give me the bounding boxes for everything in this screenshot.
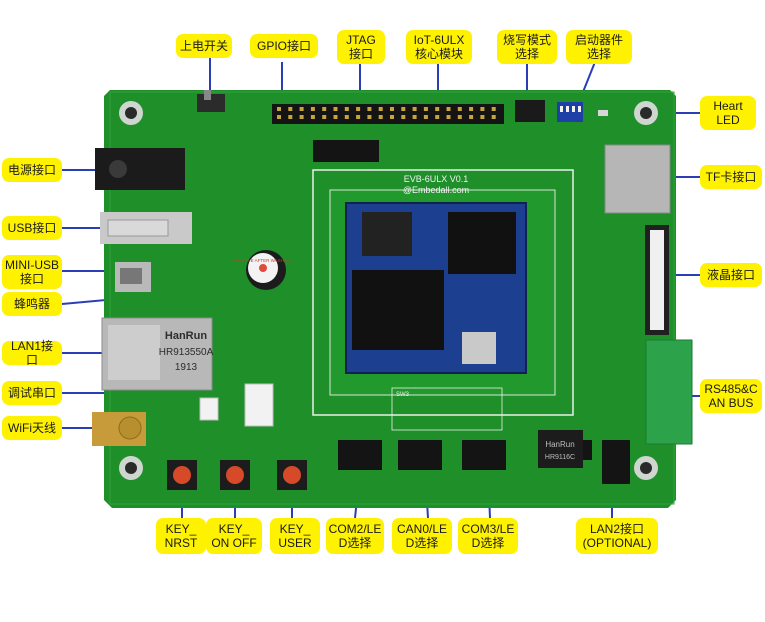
mounting-holes <box>119 101 658 480</box>
debug-uart-connector <box>199 383 274 427</box>
website-text: @Embedall.com <box>403 185 469 195</box>
gpio-pin <box>333 107 338 111</box>
gpio-pin <box>333 115 338 119</box>
callout-com3: COM3/LE D选择 <box>458 518 518 554</box>
callout-mini-usb: MINI-USB 接口 <box>2 255 62 289</box>
gpio-pin <box>435 107 440 111</box>
callout-rs485: RS485&C AN BUS <box>700 379 762 413</box>
gpio-pin <box>469 107 474 111</box>
lcd-fpc-connector <box>645 225 669 335</box>
gpio-pin <box>390 115 394 119</box>
gpio-pin <box>356 115 361 119</box>
gpio-pin <box>491 115 496 119</box>
iot-core-module: EVB-6ULX V0.1 @Embedall.com <box>345 174 527 374</box>
lan2-chip: HanRun HR9116C <box>538 430 630 484</box>
gpio-pin <box>344 115 349 119</box>
rj45-brand-text: HanRun <box>165 330 207 342</box>
power-switch <box>197 90 225 112</box>
power-jack <box>95 148 185 190</box>
gpio-pin <box>356 107 361 111</box>
gpio-pin <box>457 107 462 111</box>
rj45-part-text: HR913550A <box>159 347 214 358</box>
callout-buzzer: 蜂鸣器 <box>2 292 62 316</box>
gpio-pin <box>446 107 451 111</box>
callout-gpio: GPIO接口 <box>250 34 318 58</box>
gpio-pin <box>344 107 349 111</box>
callout-lcd: 液晶接口 <box>700 263 762 287</box>
sw3-table: SW3 <box>391 387 503 431</box>
buzzer-sticker-text: REMOVE AFTER WASHING <box>234 258 292 263</box>
callout-boot-device: 启动器件 选择 <box>566 30 632 64</box>
callout-power-switch: 上电开关 <box>176 34 232 58</box>
gpio-pin <box>378 115 383 119</box>
callout-tf-card: TF卡接口 <box>700 165 762 189</box>
gpio-pin <box>480 107 485 111</box>
com-can-headers <box>338 440 592 470</box>
gpio-pin <box>277 107 281 111</box>
board-name-text: EVB-6ULX V0.1 <box>404 174 469 184</box>
gpio-pin <box>310 107 315 111</box>
callout-com2: COM2/LE D选择 <box>326 518 384 554</box>
gpio-pin <box>277 115 281 119</box>
gpio-pin <box>322 115 327 119</box>
callout-jtag: JTAG 接口 <box>337 30 385 64</box>
wifi-antenna-connector <box>92 412 146 446</box>
gpio-pin <box>435 115 440 119</box>
push-buttons <box>167 460 307 490</box>
callout-wifi: WiFi天线 <box>2 416 62 440</box>
callout-power-jack: 电源接口 <box>2 158 62 182</box>
gpio-pin <box>446 115 451 119</box>
lan1-rj45: HanRun HR913550A 1913 <box>101 317 214 391</box>
gpio-pin <box>322 107 327 111</box>
mini-usb-connector <box>115 262 151 292</box>
callout-key-onoff: KEY_ ON OFF <box>206 518 262 554</box>
callout-lan2: LAN2接口 (OPTIONAL) <box>576 518 658 554</box>
jtag-header <box>313 140 379 162</box>
buzzer-sticker: REMOVE AFTER WASHING <box>234 258 292 263</box>
gpio-pin <box>390 107 394 111</box>
gpio-pin <box>299 107 304 111</box>
buzzer <box>246 250 286 290</box>
callout-key-nrst: KEY_ NRST <box>156 518 206 554</box>
rs485-can-terminal <box>645 339 693 445</box>
lan2-part-text: HR9116C <box>545 454 575 461</box>
callout-iot-module: IoT-6ULX 核心模块 <box>406 30 472 64</box>
gpio-pin <box>367 115 372 119</box>
gpio-pin <box>412 115 417 119</box>
lan2-brand-text: HanRun <box>545 440 574 449</box>
gpio-pin <box>288 115 293 119</box>
rj45-date-text: 1913 <box>175 362 198 373</box>
gpio-pin <box>367 107 372 111</box>
callout-burn-mode: 烧写模式 选择 <box>497 30 557 64</box>
gpio-pin <box>412 107 417 111</box>
usb-connector <box>100 212 192 244</box>
boot-switches <box>515 100 608 122</box>
tf-card-slot <box>604 144 671 214</box>
sw3-label-text: SW3 <box>396 392 410 398</box>
gpio-pin <box>423 107 428 111</box>
callout-key-user: KEY_ USER <box>270 518 320 554</box>
gpio-pin <box>288 107 293 111</box>
gpio-pin <box>401 115 406 119</box>
gpio-pin <box>469 115 474 119</box>
gpio-header <box>272 104 504 124</box>
gpio-pin <box>457 115 462 119</box>
gpio-pin <box>378 107 383 111</box>
callout-lan1: LAN1接口 <box>2 339 62 367</box>
callout-debug-uart: 调试串口 <box>2 381 62 405</box>
gpio-pin <box>491 107 496 111</box>
gpio-pin <box>423 115 428 119</box>
callout-heart-led: Heart LED <box>700 96 756 130</box>
gpio-pin <box>299 115 304 119</box>
callout-can0: CAN0/LE D选择 <box>392 518 452 554</box>
gpio-pin <box>480 115 485 119</box>
callout-usb: USB接口 <box>2 216 62 240</box>
gpio-pin <box>401 107 406 111</box>
gpio-pin <box>310 115 315 119</box>
